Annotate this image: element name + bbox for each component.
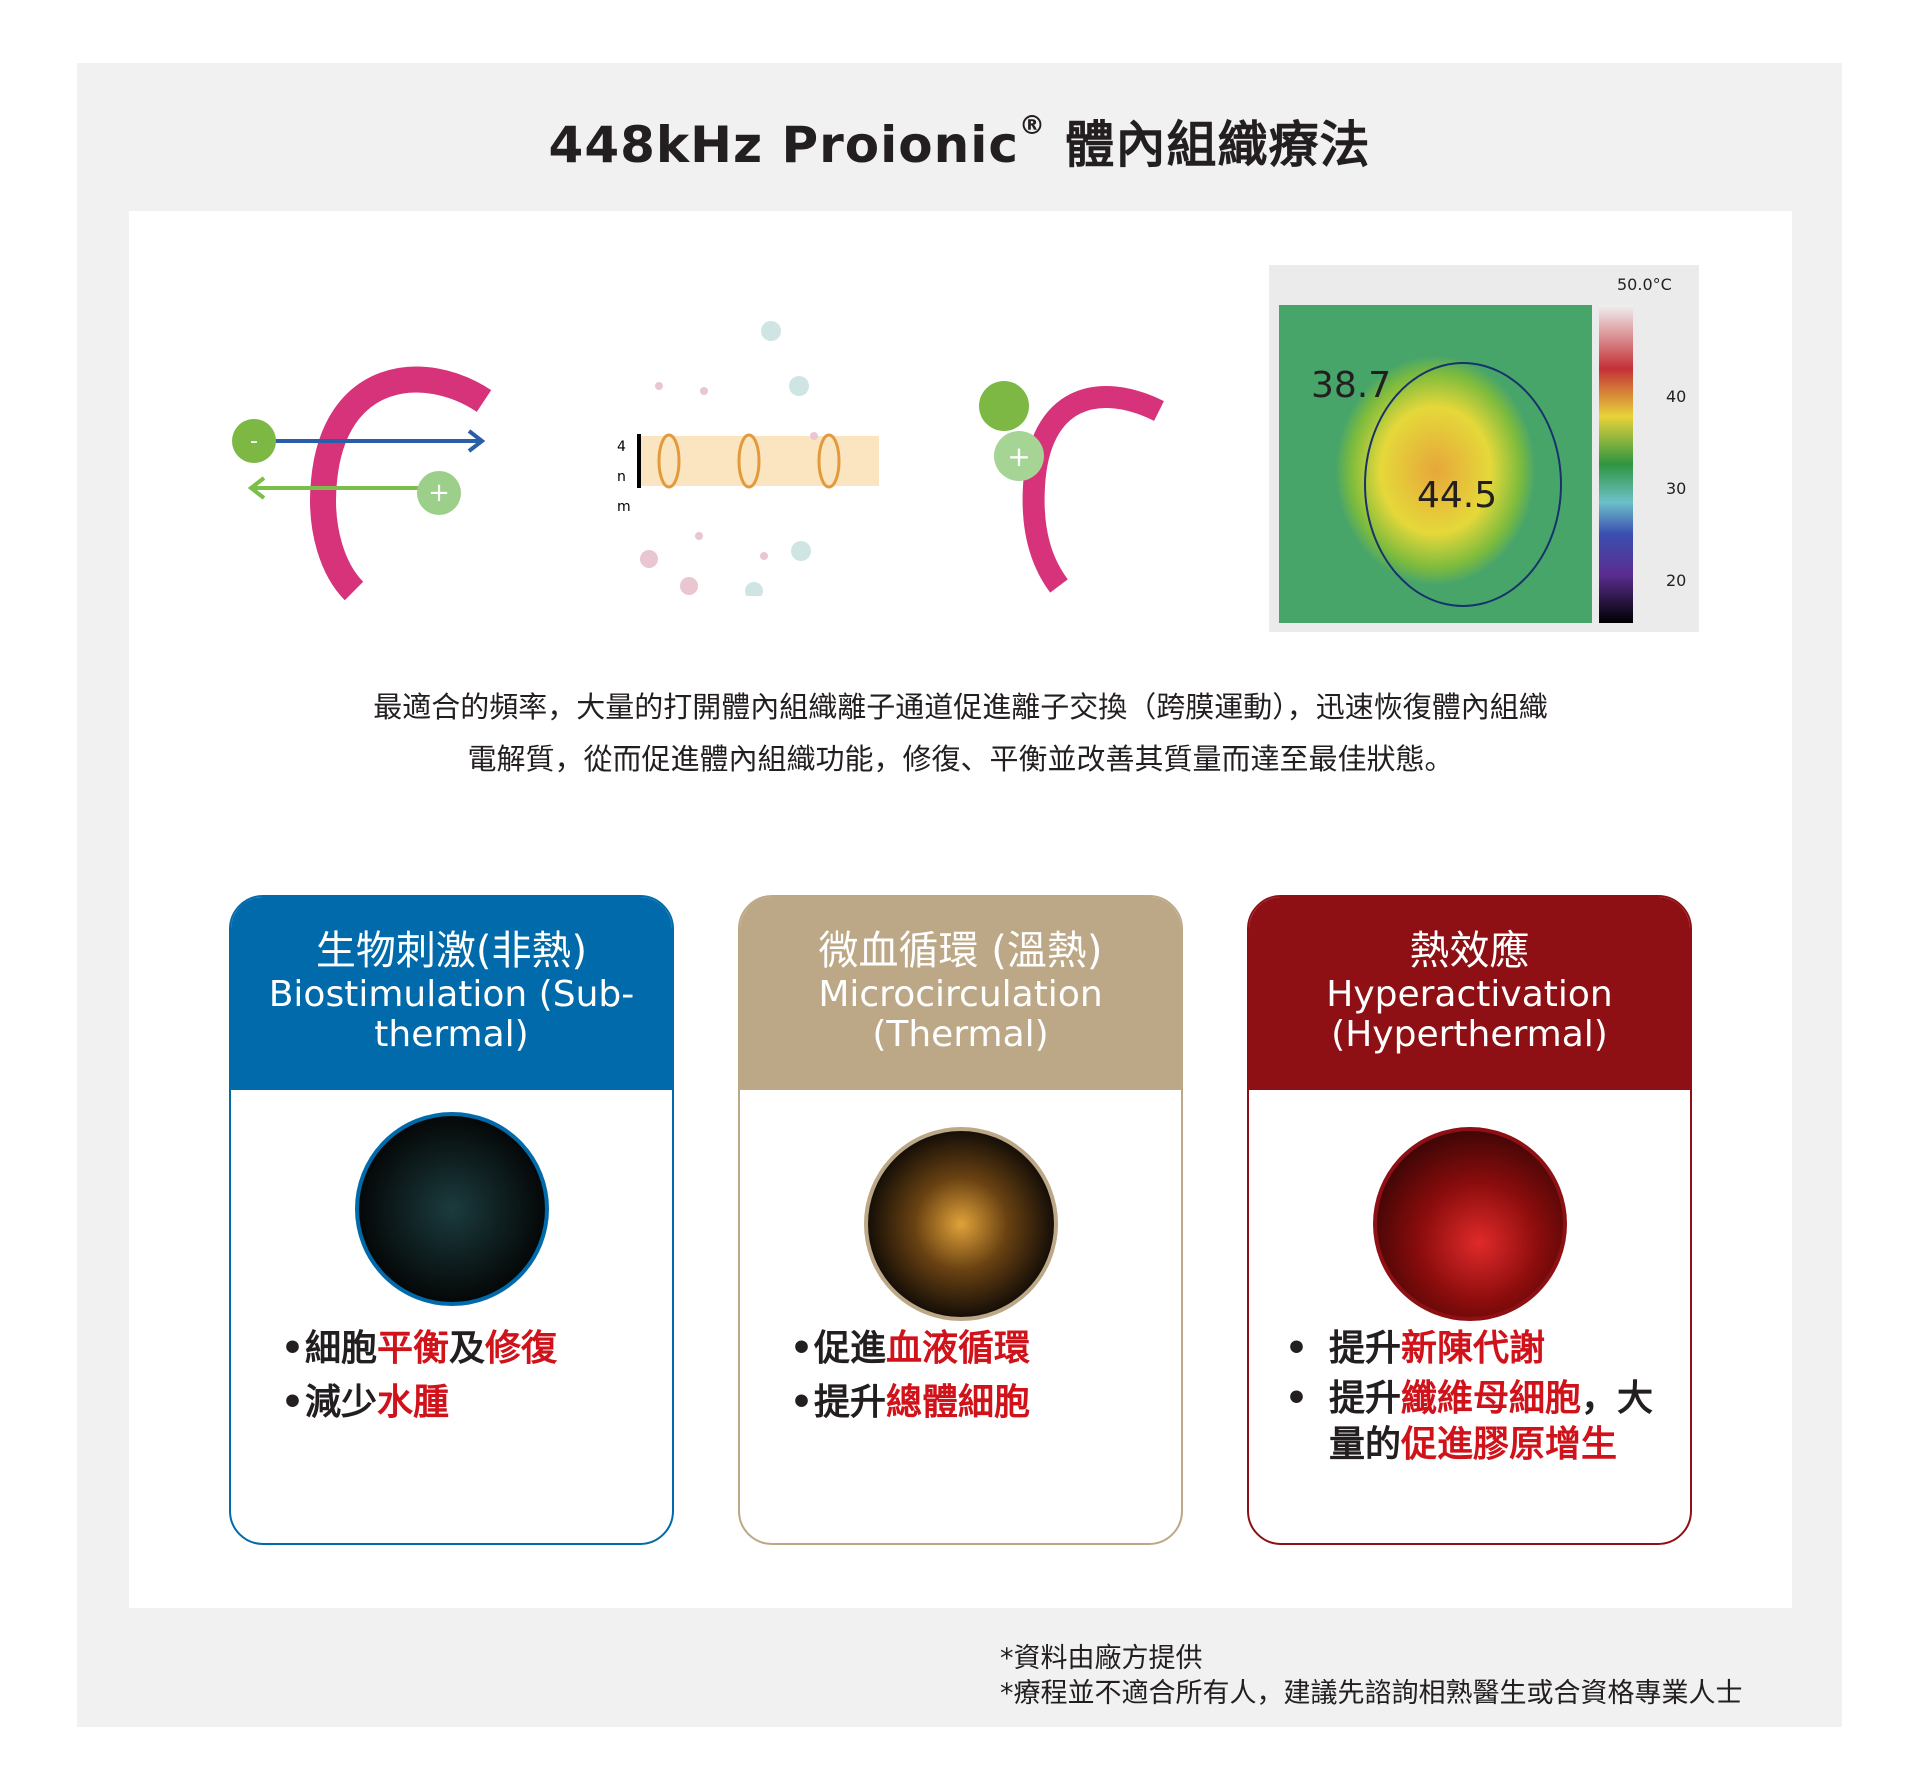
thermal-image: 38.7 44.5 50.0°C 40 30 20 (1269, 265, 1699, 632)
description: 最適合的頻率，大量的打開體內組織離子通道促進離子交換（跨膜運動），迅速恢復體內組… (373, 690, 1548, 776)
svg-text:m: m (617, 499, 631, 515)
cell-image (354, 1112, 549, 1306)
temp-reading-inner: 44.5 (1417, 475, 1498, 516)
svg-text:+: + (1007, 440, 1030, 473)
color-scale (1599, 305, 1633, 623)
page-title: 448kHz Proionic® 體內組織療法 (548, 111, 1371, 174)
card-microcirculation: 微血循環 (溫熱)Microcirculation(Thermal) 促進血液循… (738, 895, 1183, 1545)
membrane-channel-illustration: 4 nm (617, 321, 879, 596)
ion-attraction-illustration: + (979, 381, 1164, 593)
svg-text:n: n (617, 469, 626, 485)
svg-text:4: 4 (617, 439, 626, 455)
svg-text:+: + (428, 478, 450, 508)
neuron-image (863, 1127, 1058, 1321)
ion-arrows-illustration: - + (232, 366, 492, 601)
svg-text:-: - (250, 429, 258, 454)
footnotes: *資料由廠方提供*療程並不適合所有人，建議先諮詢相熟醫生或合資格專業人士 (1000, 1643, 1743, 1709)
card-biostimulation: 生物刺激(非熱)Biostimulation (Sub-thermal) 細胞平… (229, 895, 674, 1545)
blood-cell-image (1372, 1127, 1567, 1321)
temp-reading-outer: 38.7 (1311, 365, 1392, 406)
